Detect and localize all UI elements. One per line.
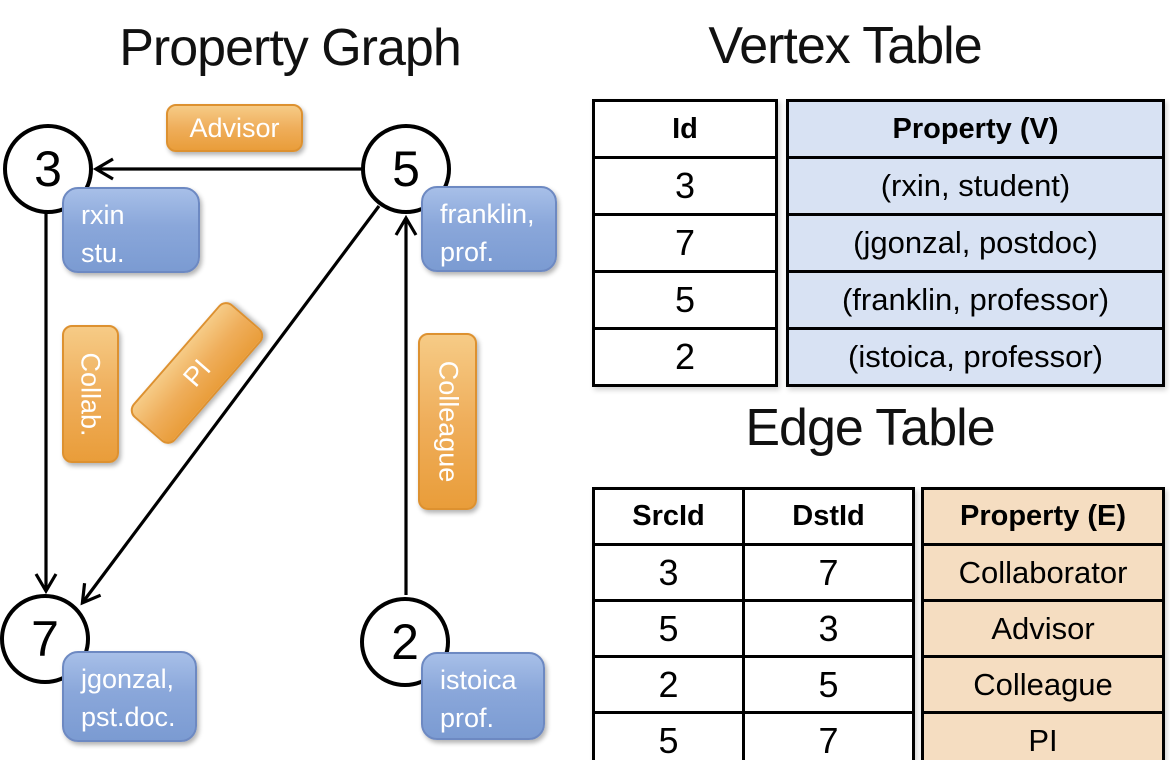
node-7-id: 7 xyxy=(31,611,59,667)
vertex-table-id-cell: 2 xyxy=(595,327,775,384)
node-3-id: 3 xyxy=(34,141,62,197)
node-2-id: 2 xyxy=(391,614,419,670)
vertex-table-property-cell: (rxin, student) xyxy=(789,156,1162,213)
edge-label-text: Collab. xyxy=(76,351,107,437)
vertex-property-box-jgonzal: jgonzal, pst.doc. xyxy=(62,651,197,742)
edge-table-srcid-cell: 5 xyxy=(658,719,679,760)
vertex-property-line: jgonzal, xyxy=(81,664,175,694)
vertex-property-box-rxin: rxin stu. xyxy=(62,187,200,273)
vertex-property-line: pst.doc. xyxy=(81,702,176,732)
vertex-property-line: franklin, xyxy=(440,199,535,229)
edge-label-text: Advisor xyxy=(189,112,280,143)
edge-table-srcid-cell: 5 xyxy=(658,607,679,649)
vertex-property-box-franklin: franklin, prof. xyxy=(421,186,557,272)
edge-table-property-cell: Collaborator xyxy=(924,543,1162,599)
vertex-property-box-istoica: istoica prof. xyxy=(421,652,545,740)
edge-table-dstid-cell: 5 xyxy=(742,658,912,711)
edge-label-collab: Collab. xyxy=(62,325,119,463)
edge-table-srcid-header: SrcId xyxy=(632,500,705,532)
vertex-table-id-header: Id xyxy=(672,112,698,145)
edge-table-dstid-header: DstId xyxy=(742,490,912,543)
edge-table-property-header: Property (E) xyxy=(960,500,1126,532)
vertex-table-id-cell: 3 xyxy=(595,156,775,213)
vertex-table-id-cell: 5 xyxy=(595,270,775,327)
vertex-property-line: prof. xyxy=(440,703,495,733)
edge-table-id-columns: SrcId DstId 3 7 5 3 2 5 5 7 xyxy=(592,487,915,760)
edge-label-advisor: Advisor xyxy=(166,104,303,152)
vertex-table-property-cell: (jgonzal, postdoc) xyxy=(789,213,1162,270)
vertex-property-line: istoica xyxy=(440,665,517,695)
edge-table-property-cell: Advisor xyxy=(924,599,1162,655)
vertex-table-id-cell: 7 xyxy=(595,213,775,270)
edge-table-title: Edge Table xyxy=(745,399,995,457)
vertex-table-title: Vertex Table xyxy=(708,17,982,75)
edge-label-text: Colleague xyxy=(433,360,463,483)
edge-label-text: PI xyxy=(176,353,217,393)
property-graph-title: Property Graph xyxy=(119,19,462,77)
vertex-table-property-cell: (franklin, professor) xyxy=(789,270,1162,327)
edge-pi-arrow xyxy=(80,205,381,606)
edge-table-dstid-cell: 7 xyxy=(742,546,912,599)
edge-table-dstid-cell: 3 xyxy=(742,602,912,655)
node-3: 3 xyxy=(3,124,93,214)
vertex-property-line: stu. xyxy=(81,238,125,268)
edge-label-colleague: Colleague xyxy=(418,333,477,510)
edge-table-property-cell: Colleague xyxy=(924,655,1162,711)
vertex-property-line: prof. xyxy=(440,237,495,267)
edge-table-property-cell: PI xyxy=(924,711,1162,760)
edge-table-dstid-cell: 7 xyxy=(742,714,912,760)
vertex-table-property-column: Property (V) (rxin, student) (jgonzal, p… xyxy=(786,99,1165,387)
vertex-table-id-column: Id 3 7 5 2 xyxy=(592,99,778,387)
node-5-id: 5 xyxy=(392,141,420,197)
edge-table-srcid-cell: 2 xyxy=(658,663,679,705)
edge-table-property-column: Property (E) Collaborator Advisor Collea… xyxy=(921,487,1165,760)
vertex-table-property-header: Property (V) xyxy=(892,112,1059,145)
edge-table-srcid-cell: 3 xyxy=(658,551,679,593)
vertex-table-property-cell: (istoica, professor) xyxy=(789,327,1162,384)
vertex-property-line: rxin xyxy=(81,200,125,230)
